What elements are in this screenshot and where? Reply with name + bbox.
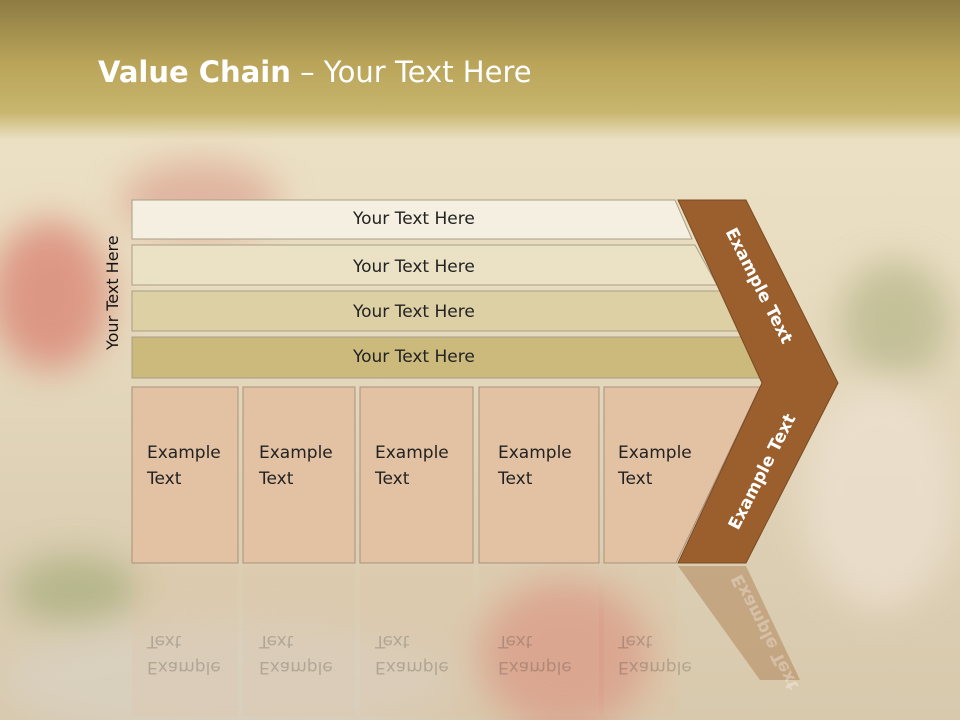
box-reflection-3: [360, 566, 473, 716]
box-5-refl-line1: Example: [618, 657, 692, 677]
box-2-line1: Example: [259, 443, 333, 463]
box-3-refl-line1: Example: [375, 657, 449, 677]
boxes-reflection: [132, 566, 676, 716]
box-1-refl-line2: Text: [147, 631, 182, 651]
bg-garlic-right: [800, 380, 960, 610]
box-4-label-reflection: Example Text: [498, 628, 588, 680]
box-1-label-reflection: Example Text: [147, 628, 237, 680]
bg-herb-left: [10, 555, 140, 625]
box-2-line2: Text: [259, 469, 294, 489]
box-reflection-4: [479, 566, 599, 716]
primary-box-5: [603, 386, 761, 564]
primary-box-3: [359, 386, 474, 564]
box-5-line2: Text: [618, 469, 653, 489]
box-4-refl-line2: Text: [498, 631, 533, 651]
box-reflection-1: [132, 566, 238, 716]
box-reflection-2: [243, 566, 355, 716]
title-rest: – Your Text Here: [290, 55, 532, 89]
chevron-reflection: [678, 566, 800, 680]
box-1-line2: Text: [147, 469, 182, 489]
box-5-line1: Example: [618, 443, 692, 463]
box-5-label-reflection: Example Text: [618, 628, 708, 680]
bg-wood-bottom: [0, 620, 460, 720]
support-row-2-label: Your Text Here: [353, 257, 475, 277]
bg-tomato-left: [0, 220, 110, 370]
box-5-refl-line2: Text: [618, 631, 653, 651]
support-row-1: [131, 199, 693, 240]
header-band: [0, 0, 960, 140]
box-3-line2: Text: [375, 469, 410, 489]
box-2-refl-line1: Example: [259, 657, 333, 677]
primary-box-4: [478, 386, 600, 564]
primary-box-1: [131, 386, 239, 564]
slide-title: Value Chain – Your Text Here: [98, 55, 532, 89]
box-4-line1: Example: [498, 443, 572, 463]
box-2-refl-line2: Text: [259, 631, 294, 651]
support-row-1-label: Your Text Here: [353, 209, 475, 229]
bg-herb-right: [840, 260, 950, 380]
title-bold: Value Chain: [98, 55, 291, 89]
box-3-line1: Example: [375, 443, 449, 463]
margin-chevron: [677, 199, 839, 564]
box-1-line1: Example: [147, 443, 221, 463]
box-2-label-reflection: Example Text: [259, 628, 349, 680]
box-reflection-5: [604, 566, 676, 716]
box-3-label-reflection: Example Text: [375, 628, 465, 680]
box-4-refl-line1: Example: [498, 657, 572, 677]
support-row-4-label: Your Text Here: [353, 347, 475, 367]
box-4-line2: Text: [498, 469, 533, 489]
bg-tomato-bottom: [480, 580, 650, 720]
box-3-refl-line2: Text: [375, 631, 410, 651]
primary-box-2: [242, 386, 356, 564]
support-row-3-label: Your Text Here: [353, 302, 475, 322]
box-1-refl-line1: Example: [147, 657, 221, 677]
